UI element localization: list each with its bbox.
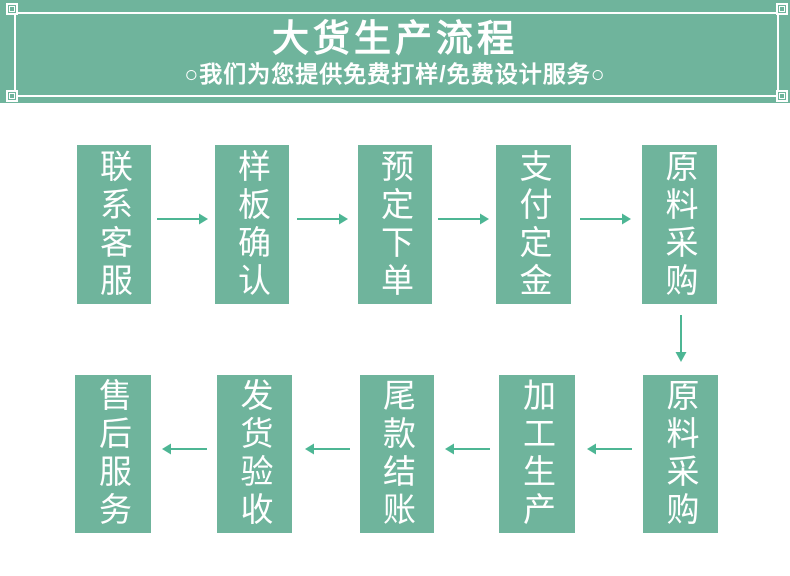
header-banner: 大货生产流程 ○我们为您提供免费打样/免费设计服务○ [0, 0, 790, 103]
flow-step-final-payment: 尾款结账 [360, 375, 434, 533]
arrow-right-icon [438, 213, 489, 225]
flow-step-label: 售后服务 [94, 378, 132, 530]
flow-step-material-purchase-2: 原料采购 [643, 375, 718, 533]
arrow-left-icon [305, 443, 350, 455]
flow-step-label: 预定下单 [376, 148, 414, 301]
corner-ornament-top-right [776, 3, 788, 15]
arrow-left-icon [445, 443, 490, 455]
flow-step-material-purchase: 原料采购 [642, 145, 717, 304]
flow-step-pay-deposit: 支付定金 [496, 145, 571, 304]
arrow-right-icon [157, 213, 208, 225]
arrow-left-icon [162, 443, 207, 455]
flow-step-processing: 加工生产 [499, 375, 575, 533]
flow-step-label: 样板确认 [233, 148, 271, 301]
flow-step-label: 加工生产 [518, 378, 556, 530]
flow-step-ship-inspect: 发货验收 [217, 375, 292, 533]
corner-ornament-top-left [6, 3, 18, 15]
arrow-down-icon [675, 315, 687, 362]
page-subtitle: ○我们为您提供免费打样/免费设计服务○ [184, 60, 606, 87]
flow-step-label: 原料采购 [661, 148, 698, 301]
flow-step-after-sales: 售后服务 [75, 375, 151, 533]
corner-ornament-bottom-right [776, 90, 788, 102]
banner-frame [14, 12, 779, 97]
flow-step-sample-confirm: 样板确认 [215, 145, 289, 304]
flow-step-label: 尾款结账 [378, 378, 416, 530]
banner-content: 大货生产流程 ○我们为您提供免费打样/免费设计服务○ [0, 0, 790, 103]
arrow-right-icon [297, 213, 348, 225]
flow-step-contact-service: 联系客服 [77, 145, 151, 304]
flow-step-place-order: 预定下单 [358, 145, 432, 304]
flow-step-label: 原料采购 [662, 378, 699, 530]
arrow-right-icon [580, 213, 631, 225]
arrow-left-icon [587, 443, 632, 455]
flow-step-label: 支付定金 [515, 148, 552, 301]
page-title: 大货生产流程 [272, 17, 518, 59]
corner-ornament-bottom-left [6, 90, 18, 102]
flow-step-label: 发货验收 [236, 378, 273, 530]
flow-step-label: 联系客服 [95, 148, 133, 301]
